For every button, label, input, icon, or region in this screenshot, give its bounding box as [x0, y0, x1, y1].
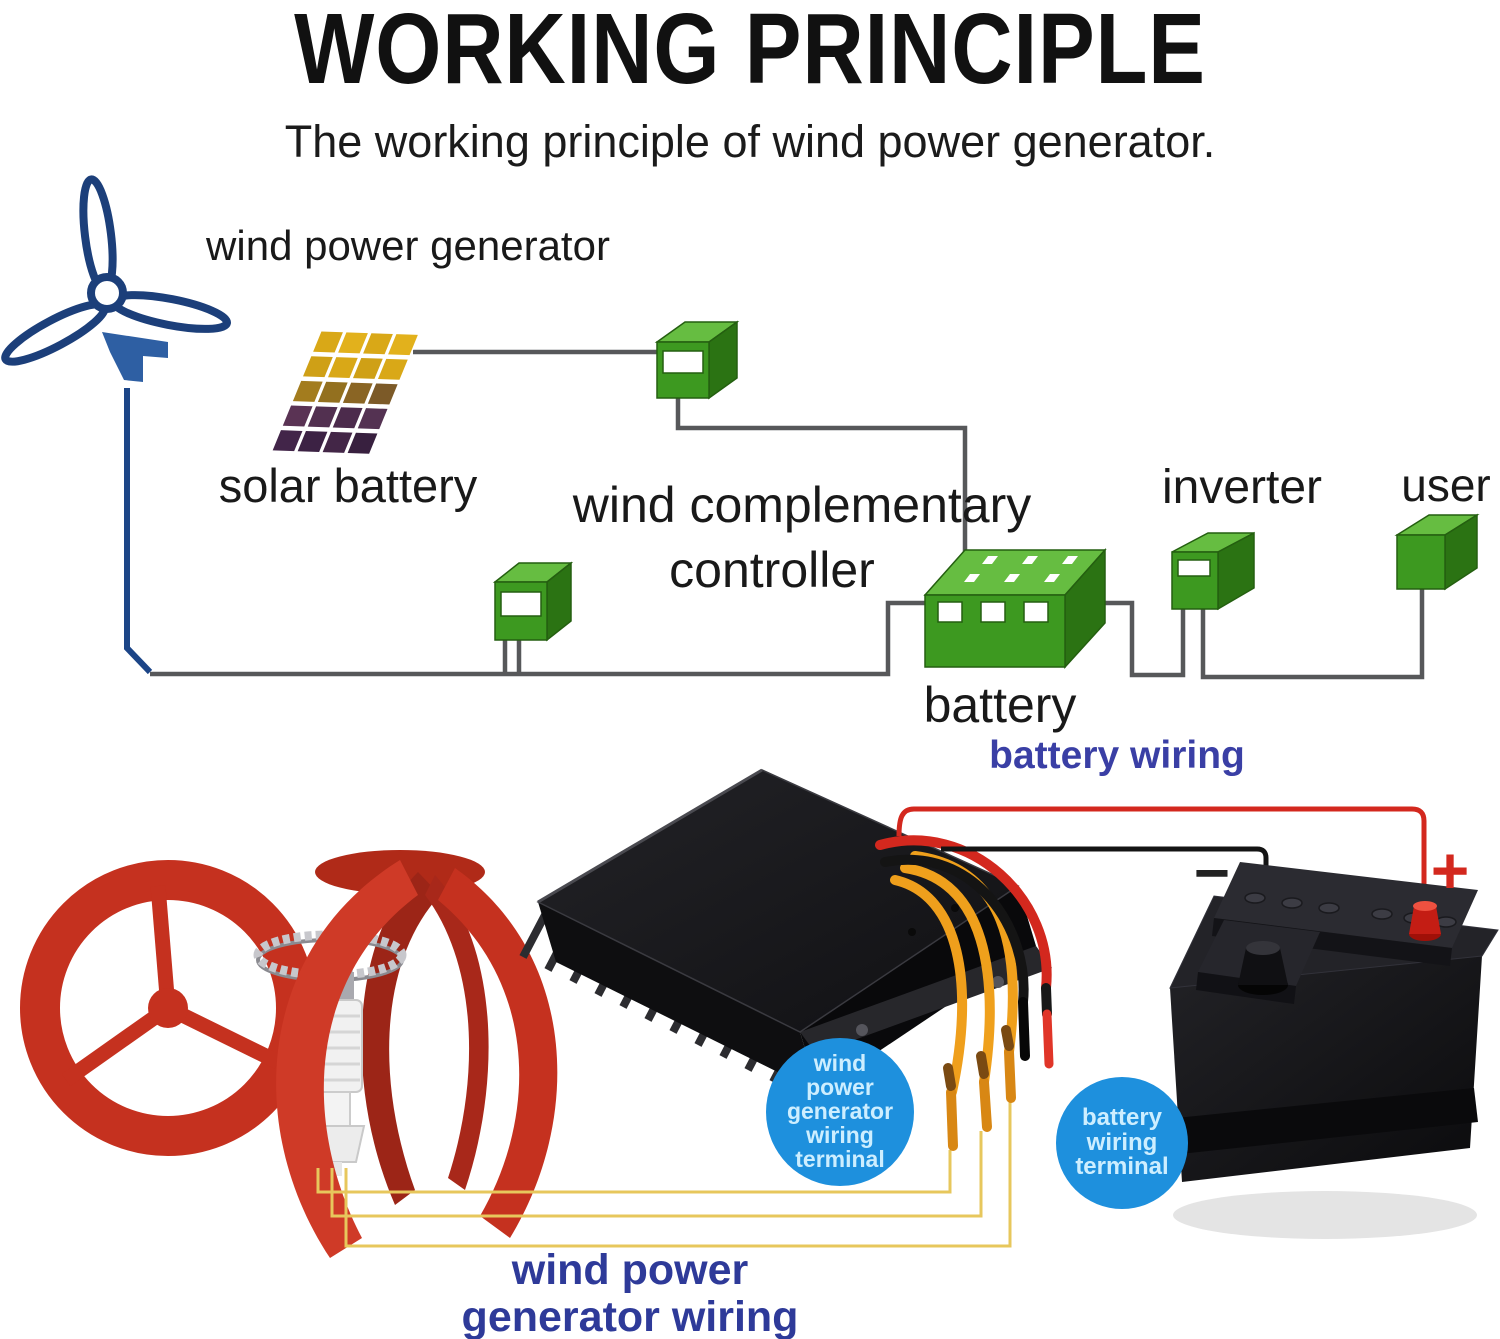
solar-panel-icon — [270, 330, 420, 456]
label-generator-wiring-line1: wind power — [511, 1246, 749, 1294]
label-battery-wiring: battery wiring — [989, 734, 1245, 777]
turbine-blade-left — [276, 860, 418, 1258]
component-box-2 — [492, 561, 574, 642]
generator-wiring-lines — [316, 1100, 1012, 1248]
minus-sign: − — [1193, 839, 1231, 908]
battery-positive-post — [1409, 901, 1441, 941]
schematic-wires — [150, 349, 1425, 680]
wind-terminal-line: terminal — [795, 1145, 885, 1172]
battery-box-terminals — [937, 601, 1049, 623]
user-box — [1394, 513, 1480, 591]
turbine-blade-right — [438, 868, 558, 1238]
wind-terminal-line: wind — [813, 1050, 867, 1077]
wind-turbine-icon — [1, 175, 231, 675]
battery-wiring-circuit — [896, 806, 1427, 966]
battery-terminal-line: wiring — [1086, 1128, 1158, 1156]
turbine-photo — [20, 850, 558, 1258]
battery-box-3d — [923, 548, 1107, 669]
battery-photo — [1169, 862, 1499, 1239]
wind-terminal-line: power — [806, 1074, 874, 1101]
wind-terminal-line: wiring — [806, 1121, 874, 1148]
label-inverter: inverter — [1161, 461, 1323, 514]
label-user: user — [1401, 459, 1491, 511]
label-solar-battery: solar battery — [218, 459, 478, 512]
wind-terminal-line: generator — [786, 1098, 894, 1125]
label-wind-power-generator: wind power generator — [206, 222, 610, 269]
component-box-1 — [654, 320, 740, 400]
page-subtitle: The working principle of wind power gene… — [284, 116, 1216, 167]
inverter-box — [1171, 531, 1255, 611]
battery-terminal-callout: battery wiring terminal — [1056, 1077, 1188, 1209]
label-controller-line2: controller — [669, 542, 875, 598]
battery-caps — [1244, 892, 1457, 928]
turbine-nacelle — [102, 332, 168, 382]
wind-terminal-callout: wind power generator wiring terminal — [766, 1038, 914, 1186]
plus-sign: + — [1430, 833, 1470, 907]
label-battery: battery — [923, 677, 1077, 733]
controller-wires — [875, 835, 1054, 1151]
page-title: WORKING PRINCIPLE — [294, 0, 1206, 105]
label-controller-line1: wind complementary — [572, 477, 1032, 533]
battery-box-studs — [964, 556, 1078, 582]
battery-negative-post — [1238, 941, 1288, 995]
label-generator-wiring-line2: generator wiring — [461, 1293, 799, 1339]
battery-terminal-line: battery — [1081, 1103, 1163, 1131]
battery-terminal-line: terminal — [1075, 1153, 1169, 1181]
